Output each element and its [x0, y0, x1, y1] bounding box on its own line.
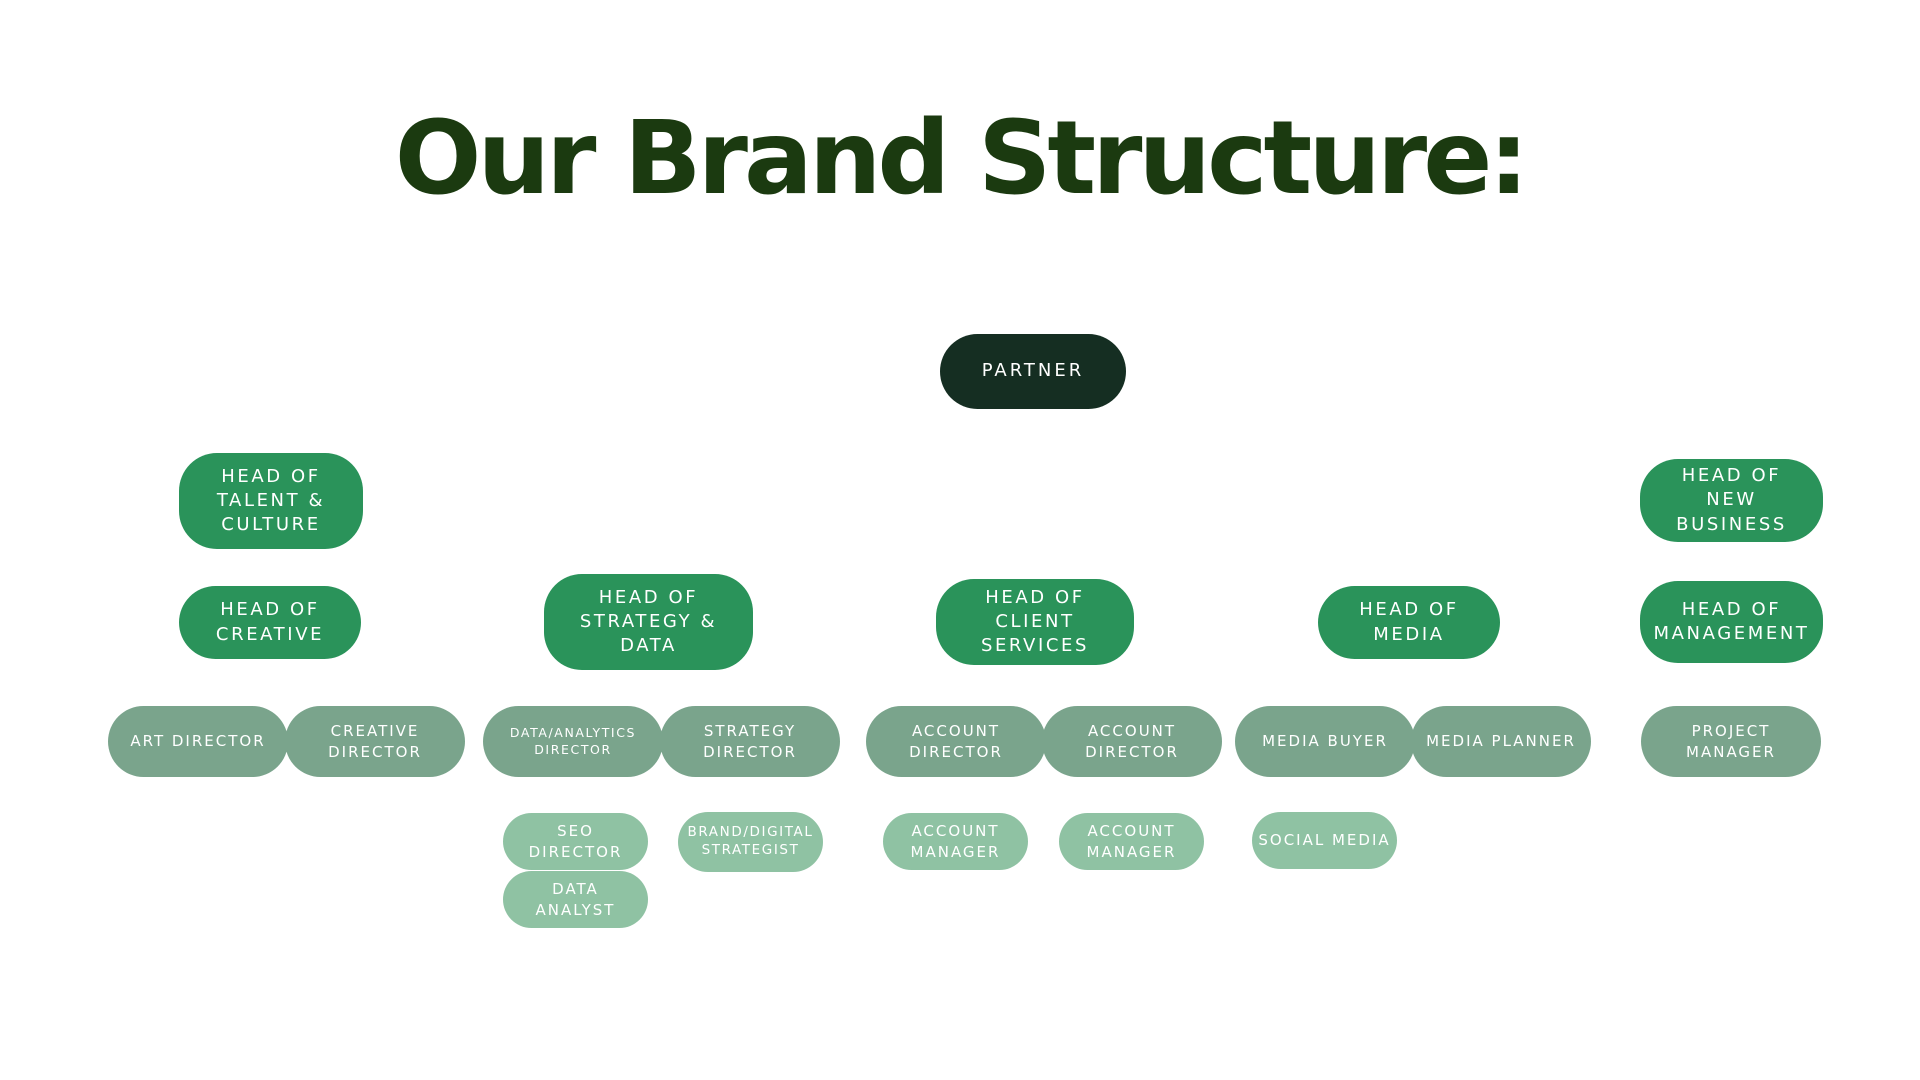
- node-head-new-business: HEAD OF NEW BUSINESS: [1640, 459, 1823, 542]
- node-partner: PARTNER: [940, 334, 1126, 409]
- node-head-talent-culture: HEAD OF TALENT & CULTURE: [179, 453, 363, 549]
- node-subrole-social-media: SOCIAL MEDIA: [1252, 812, 1397, 869]
- node-role-strategy-director: STRATEGY DIRECTOR: [660, 706, 840, 777]
- node-subrole-seo-director: SEO DIRECTOR: [503, 813, 648, 870]
- node-head-creative: HEAD OF CREATIVE: [179, 586, 361, 659]
- node-role-creative-director: CREATIVE DIRECTOR: [285, 706, 465, 777]
- node-subrole-account-manager-2: ACCOUNT MANAGER: [1059, 813, 1204, 870]
- node-head-client-services: HEAD OF CLIENT SERVICES: [936, 579, 1134, 665]
- node-role-data-analytics-director: DATA/ANALYTICS DIRECTOR: [483, 706, 663, 777]
- node-role-media-buyer: MEDIA BUYER: [1235, 706, 1415, 777]
- node-head-media: HEAD OF MEDIA: [1318, 586, 1500, 659]
- node-role-project-manager: PROJECT MANAGER: [1641, 706, 1821, 777]
- node-subrole-brand-digital-strategist: BRAND/DIGITAL STRATEGIST: [678, 812, 823, 872]
- page-title: Our Brand Structure:: [394, 99, 1529, 218]
- node-head-strategy-data: HEAD OF STRATEGY & DATA: [544, 574, 753, 670]
- node-role-account-director-2: ACCOUNT DIRECTOR: [1042, 706, 1222, 777]
- node-role-account-director-1: ACCOUNT DIRECTOR: [866, 706, 1046, 777]
- node-subrole-account-manager-1: ACCOUNT MANAGER: [883, 813, 1028, 870]
- node-subrole-data-analyst: DATA ANALYST: [503, 871, 648, 928]
- node-role-media-planner: MEDIA PLANNER: [1411, 706, 1591, 777]
- node-role-art-director: ART DIRECTOR: [108, 706, 288, 777]
- node-head-management: HEAD OF MANAGEMENT: [1640, 581, 1823, 663]
